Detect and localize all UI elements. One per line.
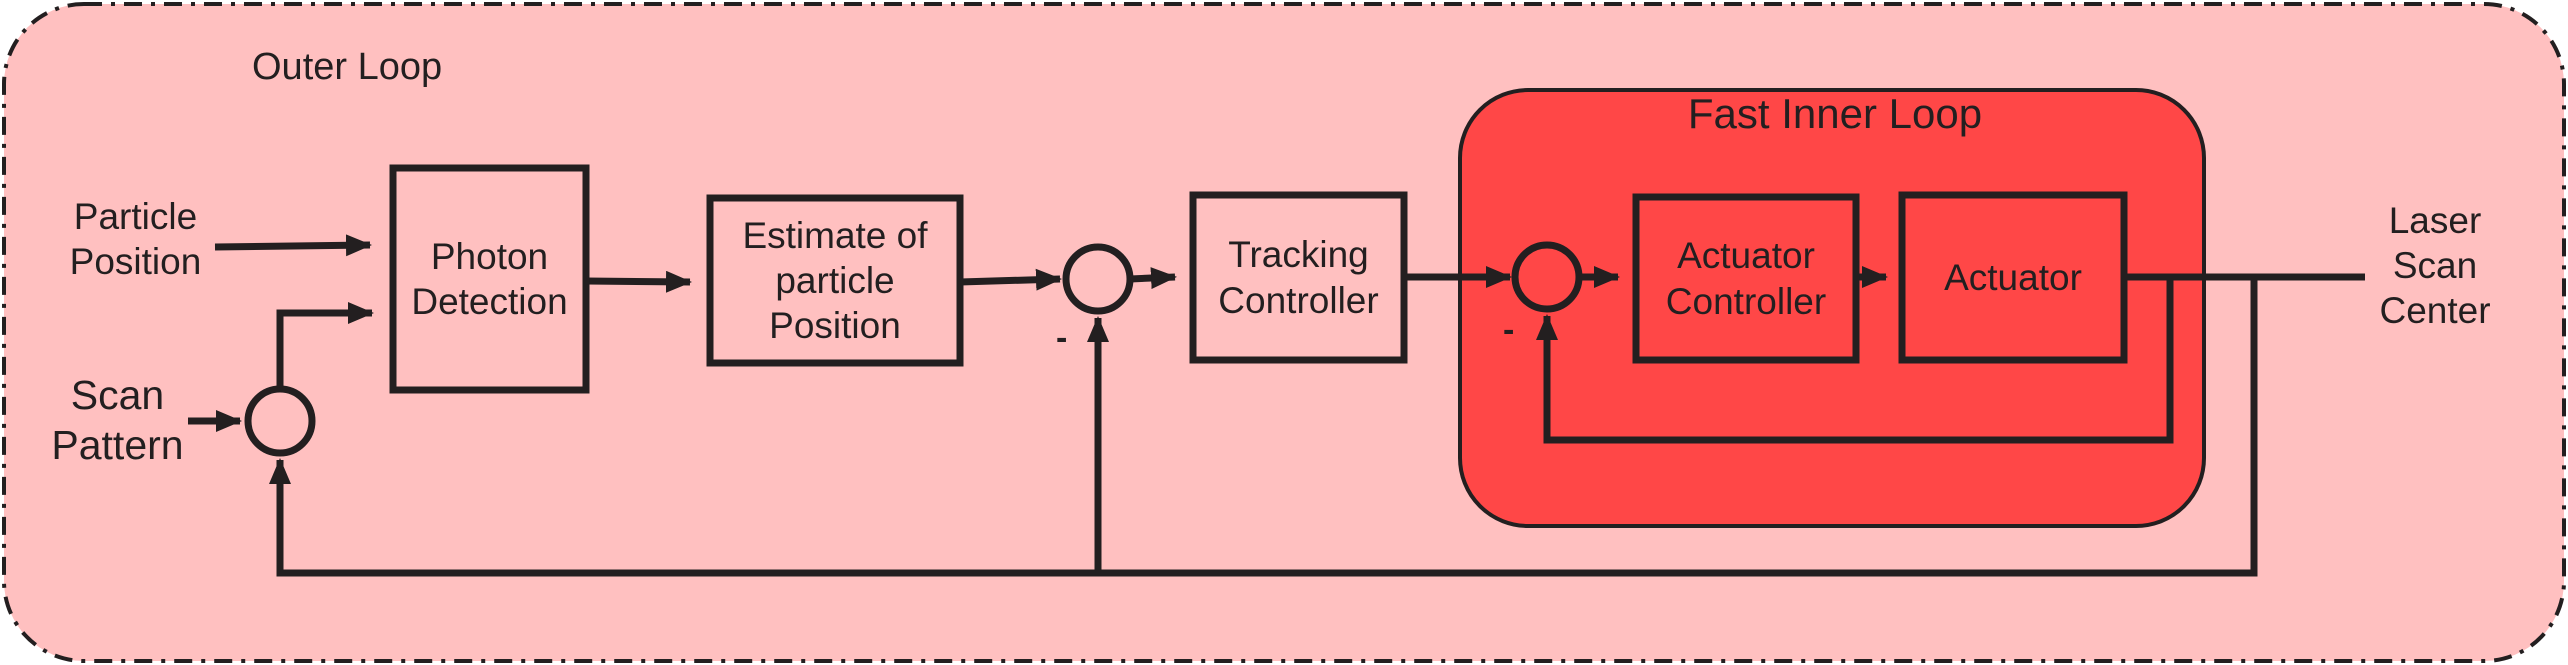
estimate-label: Estimate of particle Position <box>742 214 928 347</box>
outer-loop-title: Outer Loop <box>252 46 443 88</box>
error-summing-junction <box>1062 243 1134 315</box>
actuator-block <box>1898 191 2128 364</box>
estimate-to-junction-line <box>959 268 1062 291</box>
scan-summing-junction <box>244 385 316 457</box>
inner-loop-title: Fast Inner Loop <box>1687 90 1983 137</box>
outer-feedback-line <box>269 277 2258 577</box>
laser-scan-center-label: Laser Scan Center <box>2379 200 2491 332</box>
actuator-controller-block <box>1632 193 1860 364</box>
particle-position-label: Particle Position <box>69 196 202 283</box>
inner-feedback-line <box>1536 277 2174 444</box>
tracking-controller-label: Tracking Controller <box>1218 234 1379 321</box>
particle-input-line <box>214 234 372 257</box>
photon-to-estimate-line <box>585 270 692 293</box>
inner-junction-minus-sign: - <box>1503 311 1515 349</box>
actuator-label: Actuator <box>1944 256 2082 298</box>
photon-detection-block <box>389 164 590 394</box>
scan-to-photon-line <box>276 302 374 389</box>
photon-detection-label: Photon Detection <box>411 235 568 322</box>
junction-to-tracking-line <box>1129 267 1177 290</box>
signal-lines <box>188 234 2365 577</box>
actuator-controller-label: Actuator Controller <box>1665 235 1827 322</box>
scan-pattern-label: Scan Pattern <box>51 372 184 469</box>
inner-summing-junction <box>1511 241 1583 313</box>
error-junction-minus-sign: - <box>1056 319 1068 357</box>
